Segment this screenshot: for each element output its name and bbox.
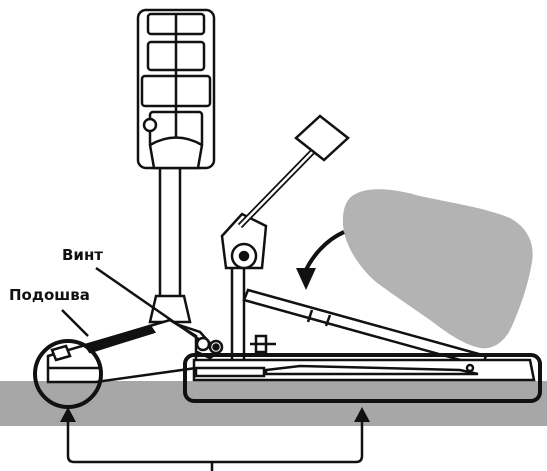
main-baseplate (192, 358, 536, 382)
screw-icon (195, 336, 224, 355)
baseplate-highlight-box (183, 353, 542, 403)
hoop-clamp (136, 8, 216, 170)
screw-leader-line (95, 266, 201, 342)
sole-leader-line (61, 309, 89, 337)
sole-label: Подошва (9, 286, 90, 304)
foot-silhouette (342, 189, 533, 349)
screw-label: Винт (62, 246, 104, 264)
arrow-up-left (60, 407, 76, 422)
motion-arrow (296, 230, 345, 290)
beater (237, 114, 350, 229)
arrow-up-right (354, 407, 370, 422)
bottom-bracket (66, 420, 364, 471)
sole-plate (46, 318, 198, 384)
floor (0, 381, 547, 426)
pedal-tower-post (158, 156, 182, 300)
